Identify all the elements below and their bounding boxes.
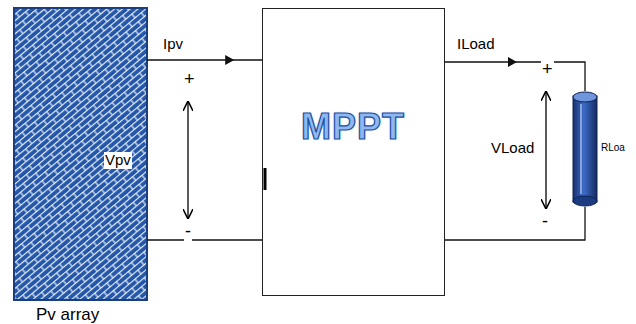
wire-group	[445, 57, 585, 91]
wire-group	[147, 55, 262, 65]
wire-group	[147, 240, 262, 241]
current-label: Ipv	[162, 36, 184, 53]
current-label: ILoad	[456, 36, 496, 53]
polarity-sign: +	[541, 60, 554, 80]
mppt-box: MPPT	[262, 8, 445, 296]
wire	[445, 207, 585, 240]
wire	[147, 239, 262, 240]
voltage-label: Vpv	[104, 152, 132, 169]
polarity-sign: -	[541, 212, 549, 232]
voltage-label: VLoad	[490, 140, 535, 157]
wire-group	[445, 207, 585, 240]
polarity-sign: -	[184, 222, 192, 242]
polarity-sign: +	[183, 70, 196, 90]
voltage-arrow	[187, 102, 188, 218]
tick-mark	[264, 168, 267, 190]
arrow-head	[225, 55, 234, 65]
pv-panel	[14, 8, 147, 300]
part-label: RLoa	[601, 142, 625, 153]
resistor-symbol	[572, 90, 598, 208]
wire	[445, 62, 585, 91]
part-label: Pv array	[36, 306, 99, 324]
load-resistor: RLoa	[572, 90, 598, 208]
voltage-arrow	[545, 92, 546, 208]
box-title: MPPT	[301, 107, 405, 147]
arrow-head	[508, 57, 517, 67]
wire	[147, 59, 262, 60]
